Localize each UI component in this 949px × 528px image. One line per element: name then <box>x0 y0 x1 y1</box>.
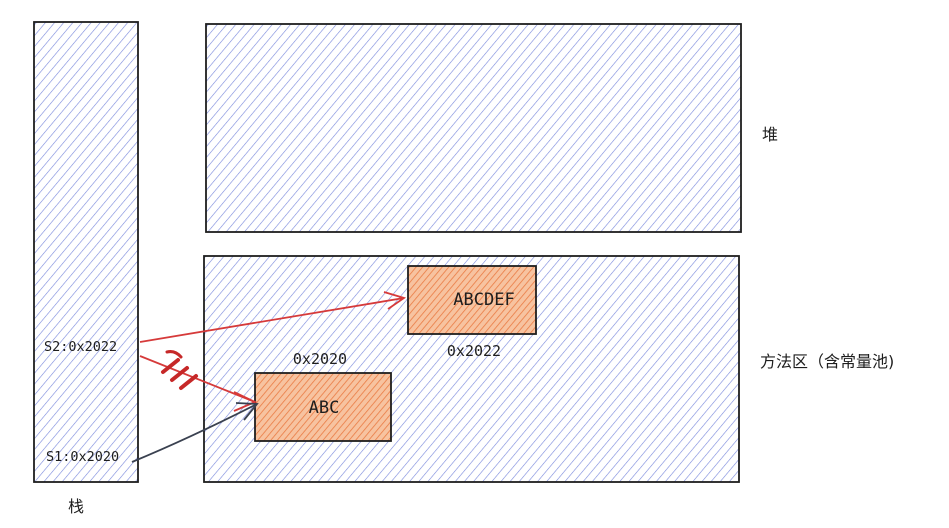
heap-region <box>205 23 742 233</box>
object-abc-text: ABC <box>309 398 340 418</box>
object-abc-address: 0x2020 <box>293 350 347 368</box>
object-abcdef <box>407 265 537 335</box>
method-area-label: 方法区（含常量池) <box>760 352 894 371</box>
broken-reference-mark <box>161 350 198 390</box>
stack-label: 栈 <box>68 497 84 516</box>
object-abcdef-text: ABCDEF <box>453 290 514 310</box>
reference-s2: S2:0x2022 <box>44 339 117 355</box>
arrow-s2-to-abcdef <box>139 291 407 343</box>
object-abcdef-address: 0x2022 <box>447 342 501 360</box>
arrow-s2-to-abc-broken <box>139 350 258 412</box>
heap-label: 堆 <box>762 125 778 144</box>
arrow-s1-to-abc <box>131 402 259 463</box>
stack-region <box>33 21 139 483</box>
reference-s1: S1:0x2020 <box>46 449 119 465</box>
object-abc <box>254 372 392 442</box>
